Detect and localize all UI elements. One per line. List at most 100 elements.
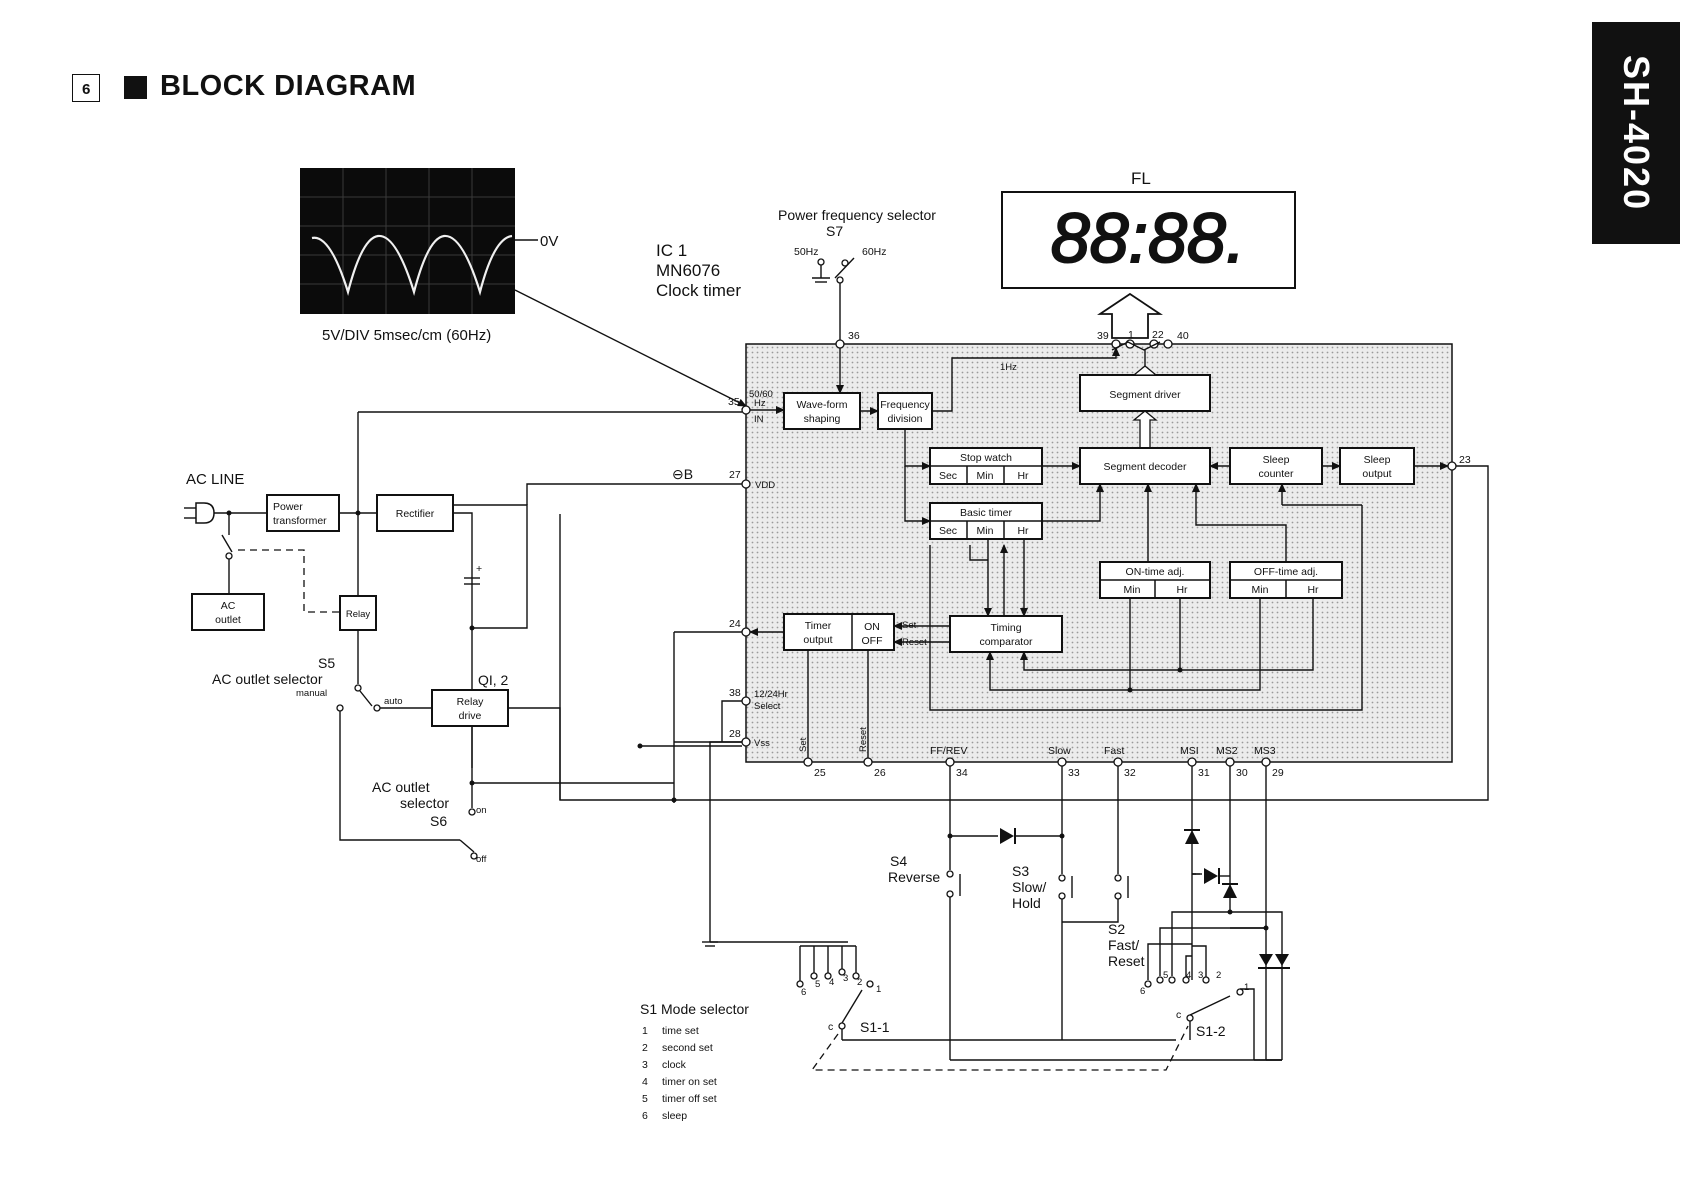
svg-text:Hold: Hold <box>1012 895 1041 911</box>
page-title: BLOCK DIAGRAM <box>160 70 417 102</box>
svg-text:Select: Select <box>754 701 781 712</box>
svg-text:6: 6 <box>642 1110 648 1122</box>
svg-text:S3: S3 <box>1012 863 1029 879</box>
s6-off: off <box>476 854 487 865</box>
oscilloscope-screen <box>300 168 515 314</box>
ic-part: MN6076 <box>656 261 720 280</box>
ac-outlet-block <box>191 593 265 631</box>
s5-manual: manual <box>296 688 327 699</box>
svg-text:1: 1 <box>876 984 881 995</box>
svg-text:Frequency: Frequency <box>880 399 930 411</box>
svg-text:transformer: transformer <box>273 515 327 527</box>
svg-text:1: 1 <box>1128 329 1134 341</box>
s5-name: S5 <box>318 655 335 671</box>
svg-text:Segment decoder: Segment decoder <box>1104 461 1187 473</box>
svg-text:S1-2: S1-2 <box>1196 1023 1226 1039</box>
s7-50hz: 50Hz <box>794 246 819 258</box>
svg-text:Relay: Relay <box>457 696 485 708</box>
sleep-output-block <box>1339 447 1415 485</box>
svg-text:31: 31 <box>1198 767 1210 779</box>
waveform-shaping-block <box>783 392 861 430</box>
svg-text:time set: time set <box>662 1025 699 1037</box>
svg-text:ON-time adj.: ON-time adj. <box>1126 566 1185 578</box>
svg-text:Reset: Reset <box>858 727 869 752</box>
minus-b-label: ⊖B <box>672 466 693 482</box>
svg-text:Sec: Sec <box>939 470 957 482</box>
svg-text:4: 4 <box>829 977 834 988</box>
svg-text:VDD: VDD <box>755 480 775 491</box>
svg-text:division: division <box>887 413 922 425</box>
timer-output-block <box>783 613 895 651</box>
svg-text:Vss: Vss <box>754 738 770 749</box>
timing-comparator-block <box>949 615 1063 653</box>
svg-text:6: 6 <box>1140 986 1145 997</box>
bottom-pins: 25 Set 26 Reset 34 FF/REV 33 Slow 32 Fas… <box>798 727 1284 779</box>
svg-text:5: 5 <box>815 979 820 990</box>
svg-text:Min: Min <box>1124 584 1141 596</box>
svg-text:3: 3 <box>642 1059 648 1071</box>
s1-2-switch: 6 5 4 3 2 1 c S1-2 <box>1140 945 1255 1060</box>
ac-plug-icon <box>184 502 215 524</box>
svg-text:sleep: sleep <box>662 1110 687 1122</box>
segment-decoder-block <box>1079 447 1211 485</box>
svg-text:outlet: outlet <box>215 614 241 626</box>
svg-text:Segment driver: Segment driver <box>1109 389 1181 401</box>
svg-text:29: 29 <box>1272 767 1284 779</box>
s7-name: S7 <box>826 223 843 239</box>
svg-text:6: 6 <box>801 987 806 998</box>
svg-text:35: 35 <box>728 396 740 408</box>
svg-text:S1-1: S1-1 <box>860 1019 890 1035</box>
page-number: 9 <box>72 74 100 102</box>
s5-label: AC outlet selector <box>212 671 323 687</box>
svg-text:S2: S2 <box>1108 921 1125 937</box>
svg-text:22: 22 <box>1152 329 1164 341</box>
svg-text:Set: Set <box>798 737 809 752</box>
svg-text:counter: counter <box>1258 468 1294 480</box>
svg-text:36: 36 <box>848 330 860 342</box>
mode-selector-legend: S1 Mode selector 1 time set 2 second set… <box>640 1001 749 1122</box>
svg-text:ON: ON <box>864 621 880 633</box>
svg-text:MSI: MSI <box>1180 745 1199 757</box>
svg-text:FF/REV: FF/REV <box>930 745 967 757</box>
svg-text:Relay: Relay <box>346 609 371 620</box>
s6-label-2: selector <box>400 795 449 811</box>
svg-text:Min: Min <box>1252 584 1269 596</box>
ic-ref: IC 1 <box>656 241 687 260</box>
svg-text:output: output <box>803 634 832 646</box>
svg-text:comparator: comparator <box>979 636 1033 648</box>
svg-text:34: 34 <box>956 767 968 779</box>
svg-text:timer off set: timer off set <box>662 1093 717 1105</box>
svg-text:Min: Min <box>977 525 994 537</box>
ic1-boundary <box>745 343 1453 763</box>
svg-text:shaping: shaping <box>804 413 841 425</box>
svg-text:1Hz: 1Hz <box>1000 362 1017 373</box>
svg-text:Hr: Hr <box>1017 525 1029 537</box>
svg-text:S4: S4 <box>890 853 907 869</box>
svg-text:Reset: Reset <box>1108 953 1145 969</box>
svg-text:second set: second set <box>662 1042 713 1054</box>
svg-text:Sleep: Sleep <box>1263 454 1290 466</box>
svg-text:clock: clock <box>662 1059 687 1071</box>
svg-text:5: 5 <box>1163 970 1168 981</box>
svg-text:output: output <box>1362 468 1391 480</box>
svg-text:Wave-form: Wave-form <box>797 399 848 411</box>
svg-text:3: 3 <box>1198 970 1203 981</box>
svg-text:Rectifier: Rectifier <box>396 508 435 520</box>
power-transformer-block <box>266 494 340 532</box>
svg-text:Basic timer: Basic timer <box>960 507 1012 519</box>
svg-text:4: 4 <box>1186 970 1191 981</box>
svg-text:23: 23 <box>1459 454 1471 466</box>
svg-text:26: 26 <box>874 767 886 779</box>
svg-text:MS3: MS3 <box>1254 745 1276 757</box>
s5-auto: auto <box>384 696 403 707</box>
svg-text:Sec: Sec <box>939 525 957 537</box>
svg-text:Stop watch: Stop watch <box>960 452 1012 464</box>
q-label: QI, 2 <box>478 672 509 688</box>
svg-text:5: 5 <box>642 1093 648 1105</box>
svg-text:Reverse: Reverse <box>888 869 940 885</box>
s7-60hz: 60Hz <box>862 246 887 258</box>
svg-text:Hr: Hr <box>1176 584 1188 596</box>
svg-text:Slow: Slow <box>1048 745 1071 757</box>
svg-text:c: c <box>828 1021 833 1033</box>
